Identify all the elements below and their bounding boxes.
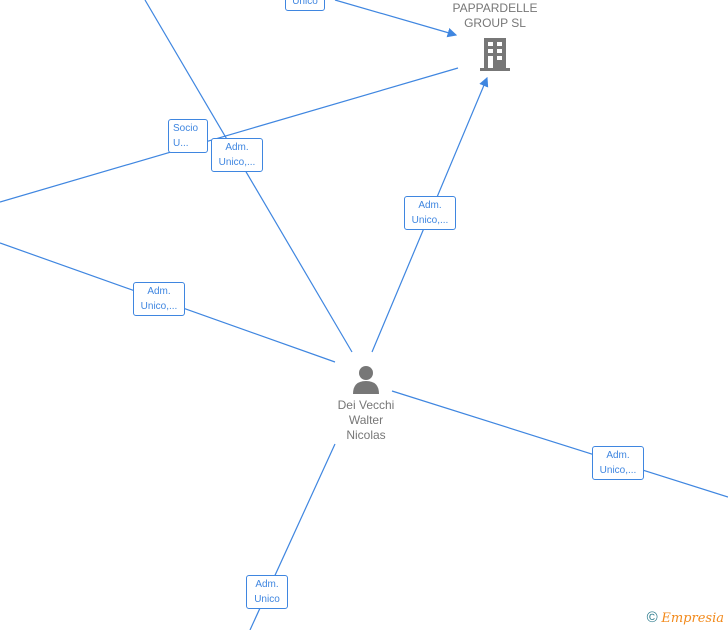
- building-icon: [480, 38, 510, 71]
- edge-label-text: Adm.: [418, 200, 442, 211]
- copyright-icon: ©: [646, 609, 658, 626]
- edge-label-text: Unico: [254, 594, 280, 605]
- edge-label-text: Unico,...: [411, 215, 449, 226]
- person-node[interactable]: Dei Vecchi Walter Nicolas: [316, 364, 416, 443]
- edge-label-text: Unico,...: [140, 301, 178, 312]
- edge-label-text: Adm.: [225, 142, 249, 153]
- edge-label[interactable]: Adm. Unico,...: [404, 196, 456, 230]
- edge-label-text: U...: [173, 138, 189, 149]
- edge-label[interactable]: Adm. Unico,...: [133, 282, 185, 316]
- edge-label-text: Unico: [292, 0, 318, 7]
- person-name: Nicolas: [346, 428, 386, 442]
- edge: [0, 67, 459, 203]
- edge-label-text: Unico,...: [218, 157, 256, 168]
- edge: [334, 0, 458, 38]
- edge: [391, 390, 728, 498]
- edge-label-text: Adm.: [255, 579, 279, 590]
- empresia-logo: © Empresia: [647, 609, 724, 626]
- edge-label[interactable]: Adm. Unico,...: [592, 446, 644, 480]
- brand-name: Empresia: [661, 611, 724, 626]
- person-name: Dei Vecchi: [337, 398, 395, 412]
- edge-label-text: Adm.: [147, 286, 171, 297]
- edge-label-text: Socio: [173, 123, 199, 134]
- person-icon: [353, 366, 379, 394]
- edge-label-text: Unico,...: [599, 465, 637, 476]
- edge-label[interactable]: Adm. Unico: [246, 575, 288, 609]
- edge-label[interactable]: Adm. Unico,...: [211, 138, 263, 172]
- edge-label-text: Adm.: [606, 450, 630, 461]
- edge: [144, 0, 353, 353]
- company-name: GROUP SL: [464, 16, 526, 30]
- edge-label[interactable]: Unico: [285, 0, 325, 11]
- company-name: PAPPARDELLE: [452, 1, 538, 15]
- company-node[interactable]: PAPPARDELLE GROUP SL: [445, 1, 545, 76]
- person-name: Walter: [348, 413, 384, 427]
